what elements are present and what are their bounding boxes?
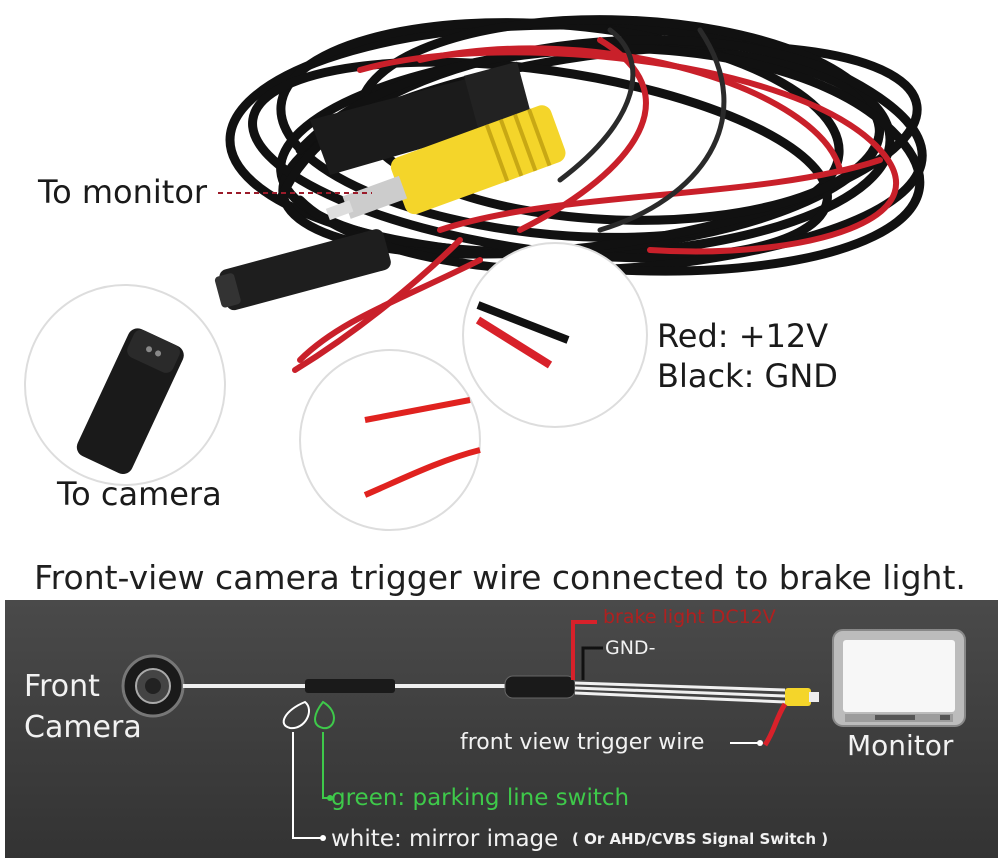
- white-mirror-label: white: mirror image: [331, 826, 559, 852]
- zoom-circle-camera: [24, 284, 226, 486]
- gnd-label: GND-: [605, 637, 656, 659]
- camera-lens-icon: [121, 654, 185, 718]
- green-switch-label: green: parking line switch: [331, 785, 630, 811]
- connector-body: [310, 61, 532, 175]
- label-black: Black: GND: [657, 357, 838, 395]
- wiring-diagram: Front Camera brake light DC12V GND- fron…: [5, 600, 998, 858]
- label-red: Red: +12V: [657, 317, 829, 355]
- cable-coil: [225, 15, 927, 373]
- camera-connector: [214, 229, 391, 311]
- brake-light-label: brake light DC12V: [603, 606, 776, 628]
- front-camera-label-1: Front: [24, 669, 100, 704]
- caption: Front-view camera trigger wire connected…: [34, 558, 966, 597]
- monitor-icon: [832, 629, 966, 727]
- label-to-monitor: To monitor: [38, 173, 208, 211]
- label-to-camera: To camera: [57, 475, 222, 513]
- ahd-note-label: ( Or AHD/CVBS Signal Switch ): [572, 830, 829, 848]
- cable-photo: [24, 15, 927, 531]
- zoom-circle-power: [462, 242, 648, 428]
- rca-plug: [325, 105, 566, 221]
- front-camera-label-2: Camera: [24, 710, 142, 745]
- trigger-wire-label: front view trigger wire: [460, 730, 705, 755]
- monitor-label: Monitor: [847, 729, 954, 762]
- zoom-circle-split: [299, 349, 481, 531]
